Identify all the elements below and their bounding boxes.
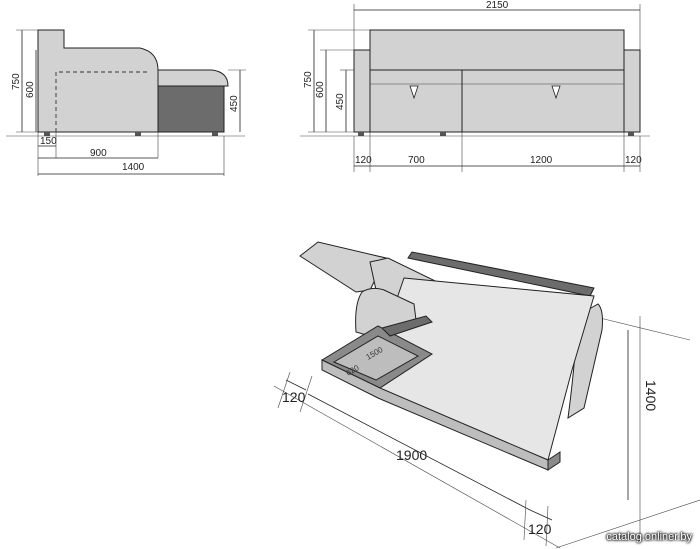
iso-storage-divider xyxy=(381,315,433,337)
front-dim-height-back: 600 xyxy=(315,81,326,98)
side-view-leg xyxy=(135,132,141,136)
side-dim-seat-depth: 900 xyxy=(90,148,107,159)
iso-dim-arm-front: 120 xyxy=(282,389,306,405)
side-dim-height-back: 600 xyxy=(25,81,36,98)
front-view-arm-right xyxy=(623,49,641,133)
front-view-pull-handle xyxy=(409,85,419,100)
iso-view: 1500 620 120 1900 120 1400 xyxy=(273,241,700,549)
front-view-leg xyxy=(628,132,634,136)
side-view-leg xyxy=(44,132,50,136)
front-view: 2150 750 600 450 120 700 1200 120 xyxy=(300,0,650,172)
front-view-seat xyxy=(369,69,625,133)
front-dim-section-right: 1200 xyxy=(530,155,553,166)
iso-dim-sleep-width: 1400 xyxy=(643,380,659,411)
iso-front-frame-side xyxy=(547,451,561,471)
front-view-arm-left xyxy=(353,49,371,133)
iso-storage-box-inner xyxy=(332,335,420,381)
iso-backrest-strip xyxy=(407,251,595,297)
iso-dim-arm-back: 120 xyxy=(528,521,552,537)
side-dim-armrest: 150 xyxy=(40,136,57,147)
front-view-pull-handle xyxy=(551,85,561,100)
front-dim-height-seat: 450 xyxy=(335,93,346,110)
iso-dim-sleep-length: 1900 xyxy=(396,447,427,463)
front-dim-arm-left: 120 xyxy=(355,155,372,166)
front-dim-total-width: 2150 xyxy=(486,0,509,11)
front-dim-arm-right: 120 xyxy=(625,155,642,166)
front-view-backrest xyxy=(369,29,625,71)
side-view-seat-cushion xyxy=(157,69,229,87)
side-dim-height-total: 750 xyxy=(11,73,22,90)
side-dim-height-seat: 450 xyxy=(229,95,240,112)
front-dim-height-total: 750 xyxy=(303,71,314,88)
front-view-leg xyxy=(358,132,364,136)
side-view: 750 600 450 150 900 1400 xyxy=(6,29,246,176)
side-view-seat-front xyxy=(157,83,225,133)
front-dim-section-left: 700 xyxy=(408,155,425,166)
watermark: catalog.onliner.by xyxy=(606,531,692,543)
side-dim-total-depth: 1400 xyxy=(122,162,145,173)
side-view-leg xyxy=(212,132,218,136)
front-view-leg xyxy=(440,132,446,136)
side-view-inner-frame xyxy=(55,71,150,132)
